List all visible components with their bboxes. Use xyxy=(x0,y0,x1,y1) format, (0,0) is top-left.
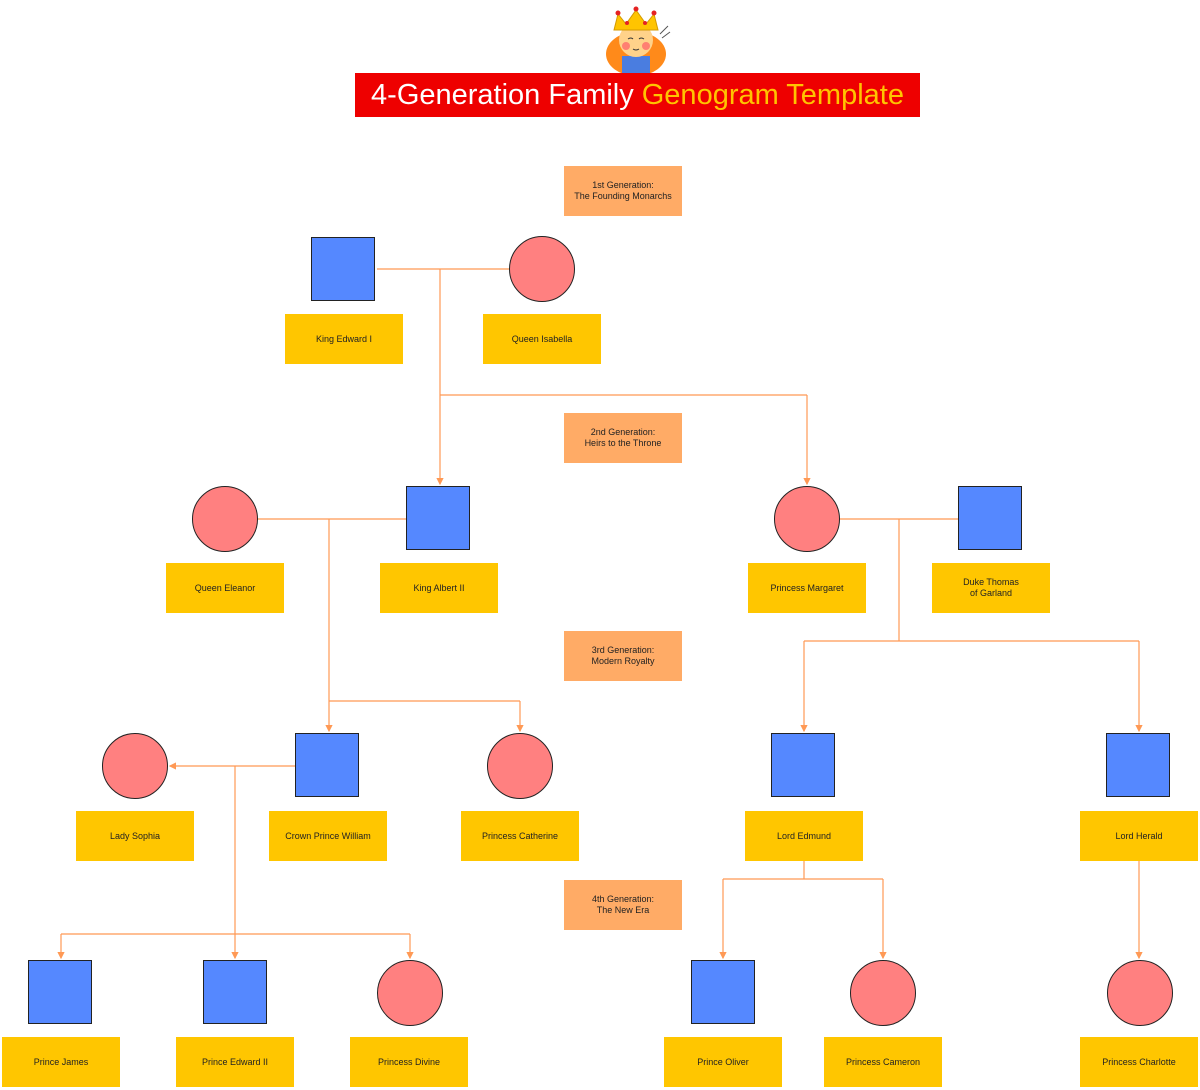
female-node-princess-cameron[interactable] xyxy=(850,960,916,1026)
person-name: Duke Thomas xyxy=(963,577,1019,587)
name-label-lady-sophia[interactable]: Lady Sophia xyxy=(76,811,194,861)
generation-label-title: 3rd Generation: xyxy=(591,645,655,655)
female-node-queen-eleanor[interactable] xyxy=(192,486,258,552)
female-node-lady-sophia[interactable] xyxy=(102,733,168,799)
female-node-princess-charlotte[interactable] xyxy=(1107,960,1173,1026)
generation-label-title: 1st Generation: xyxy=(592,180,654,190)
male-node-duke-thomas[interactable] xyxy=(958,486,1022,550)
person-name: Princess Charlotte xyxy=(1102,1056,1176,1067)
person-name: Lady Sophia xyxy=(109,830,161,841)
generation-label-2: 2nd Generation: Heirs to the Throne xyxy=(564,413,682,463)
name-label-princess-cameron[interactable]: Princess Cameron xyxy=(824,1037,942,1087)
person-name: King Albert II xyxy=(413,582,465,593)
generation-label-subtitle: The Founding Monarchs xyxy=(574,191,672,201)
name-label-king-edward-i[interactable]: King Edward I xyxy=(285,314,403,364)
generation-label-subtitle: The New Era xyxy=(596,905,650,915)
person-name: Princess Margaret xyxy=(770,582,844,593)
person-name: King Edward I xyxy=(315,333,373,344)
title-text-accent: Genogram Template xyxy=(641,78,904,111)
generation-label-3: 3rd Generation: Modern Royalty xyxy=(564,631,682,681)
crowned-queen-icon xyxy=(606,6,671,74)
name-label-lord-herald[interactable]: Lord Herald xyxy=(1080,811,1198,861)
name-label-princess-divine[interactable]: Princess Divine xyxy=(350,1037,468,1087)
name-label-duke-thomas[interactable]: Duke Thomas of Garland xyxy=(932,563,1050,613)
male-node-prince-oliver[interactable] xyxy=(691,960,755,1024)
male-node-king-albert-ii[interactable] xyxy=(406,486,470,550)
person-name: Lord Herald xyxy=(1115,830,1163,841)
name-label-prince-oliver[interactable]: Prince Oliver xyxy=(664,1037,782,1087)
person-name: Queen Isabella xyxy=(511,333,573,344)
female-node-princess-catherine[interactable] xyxy=(487,733,553,799)
page-title: 4-Generation Family Genogram Template xyxy=(355,73,920,117)
person-name: Prince Oliver xyxy=(697,1056,749,1067)
person-name: Princess Cameron xyxy=(845,1056,921,1067)
generation-label-1: 1st Generation: The Founding Monarchs xyxy=(564,166,682,216)
generation-label-title: 4th Generation: xyxy=(591,894,655,904)
male-node-prince-james[interactable] xyxy=(28,960,92,1024)
female-node-princess-divine[interactable] xyxy=(377,960,443,1026)
name-label-princess-margaret[interactable]: Princess Margaret xyxy=(748,563,866,613)
name-label-princess-catherine[interactable]: Princess Catherine xyxy=(461,811,579,861)
female-node-princess-margaret[interactable] xyxy=(774,486,840,552)
generation-label-title: 2nd Generation: xyxy=(590,427,656,437)
name-label-princess-charlotte[interactable]: Princess Charlotte xyxy=(1080,1037,1198,1087)
person-name-line2: of Garland xyxy=(969,588,1013,598)
person-name: Princess Divine xyxy=(377,1056,441,1067)
title-text-primary: 4-Generation Family xyxy=(371,78,634,111)
person-name: Prince Edward II xyxy=(201,1056,269,1067)
generation-label-4: 4th Generation: The New Era xyxy=(564,880,682,930)
male-node-king-edward-i[interactable] xyxy=(311,237,375,301)
generation-label-subtitle: Heirs to the Throne xyxy=(584,438,662,448)
name-label-prince-james[interactable]: Prince James xyxy=(2,1037,120,1087)
name-label-crown-prince-william[interactable]: Crown Prince William xyxy=(269,811,387,861)
person-name: Lord Edmund xyxy=(776,830,832,841)
name-label-prince-edward-ii[interactable]: Prince Edward II xyxy=(176,1037,294,1087)
female-node-queen-isabella[interactable] xyxy=(509,236,575,302)
person-name: Queen Eleanor xyxy=(194,582,256,593)
name-label-king-albert-ii[interactable]: King Albert II xyxy=(380,563,498,613)
person-name: Prince James xyxy=(33,1056,89,1067)
male-node-lord-herald[interactable] xyxy=(1106,733,1170,797)
name-label-queen-isabella[interactable]: Queen Isabella xyxy=(483,314,601,364)
male-node-lord-edmund[interactable] xyxy=(771,733,835,797)
male-node-prince-edward-ii[interactable] xyxy=(203,960,267,1024)
name-label-lord-edmund[interactable]: Lord Edmund xyxy=(745,811,863,861)
person-name: Princess Catherine xyxy=(481,830,559,841)
male-node-crown-prince-william[interactable] xyxy=(295,733,359,797)
generation-label-subtitle: Modern Royalty xyxy=(591,656,655,666)
person-name: Crown Prince William xyxy=(285,830,371,841)
name-label-queen-eleanor[interactable]: Queen Eleanor xyxy=(166,563,284,613)
